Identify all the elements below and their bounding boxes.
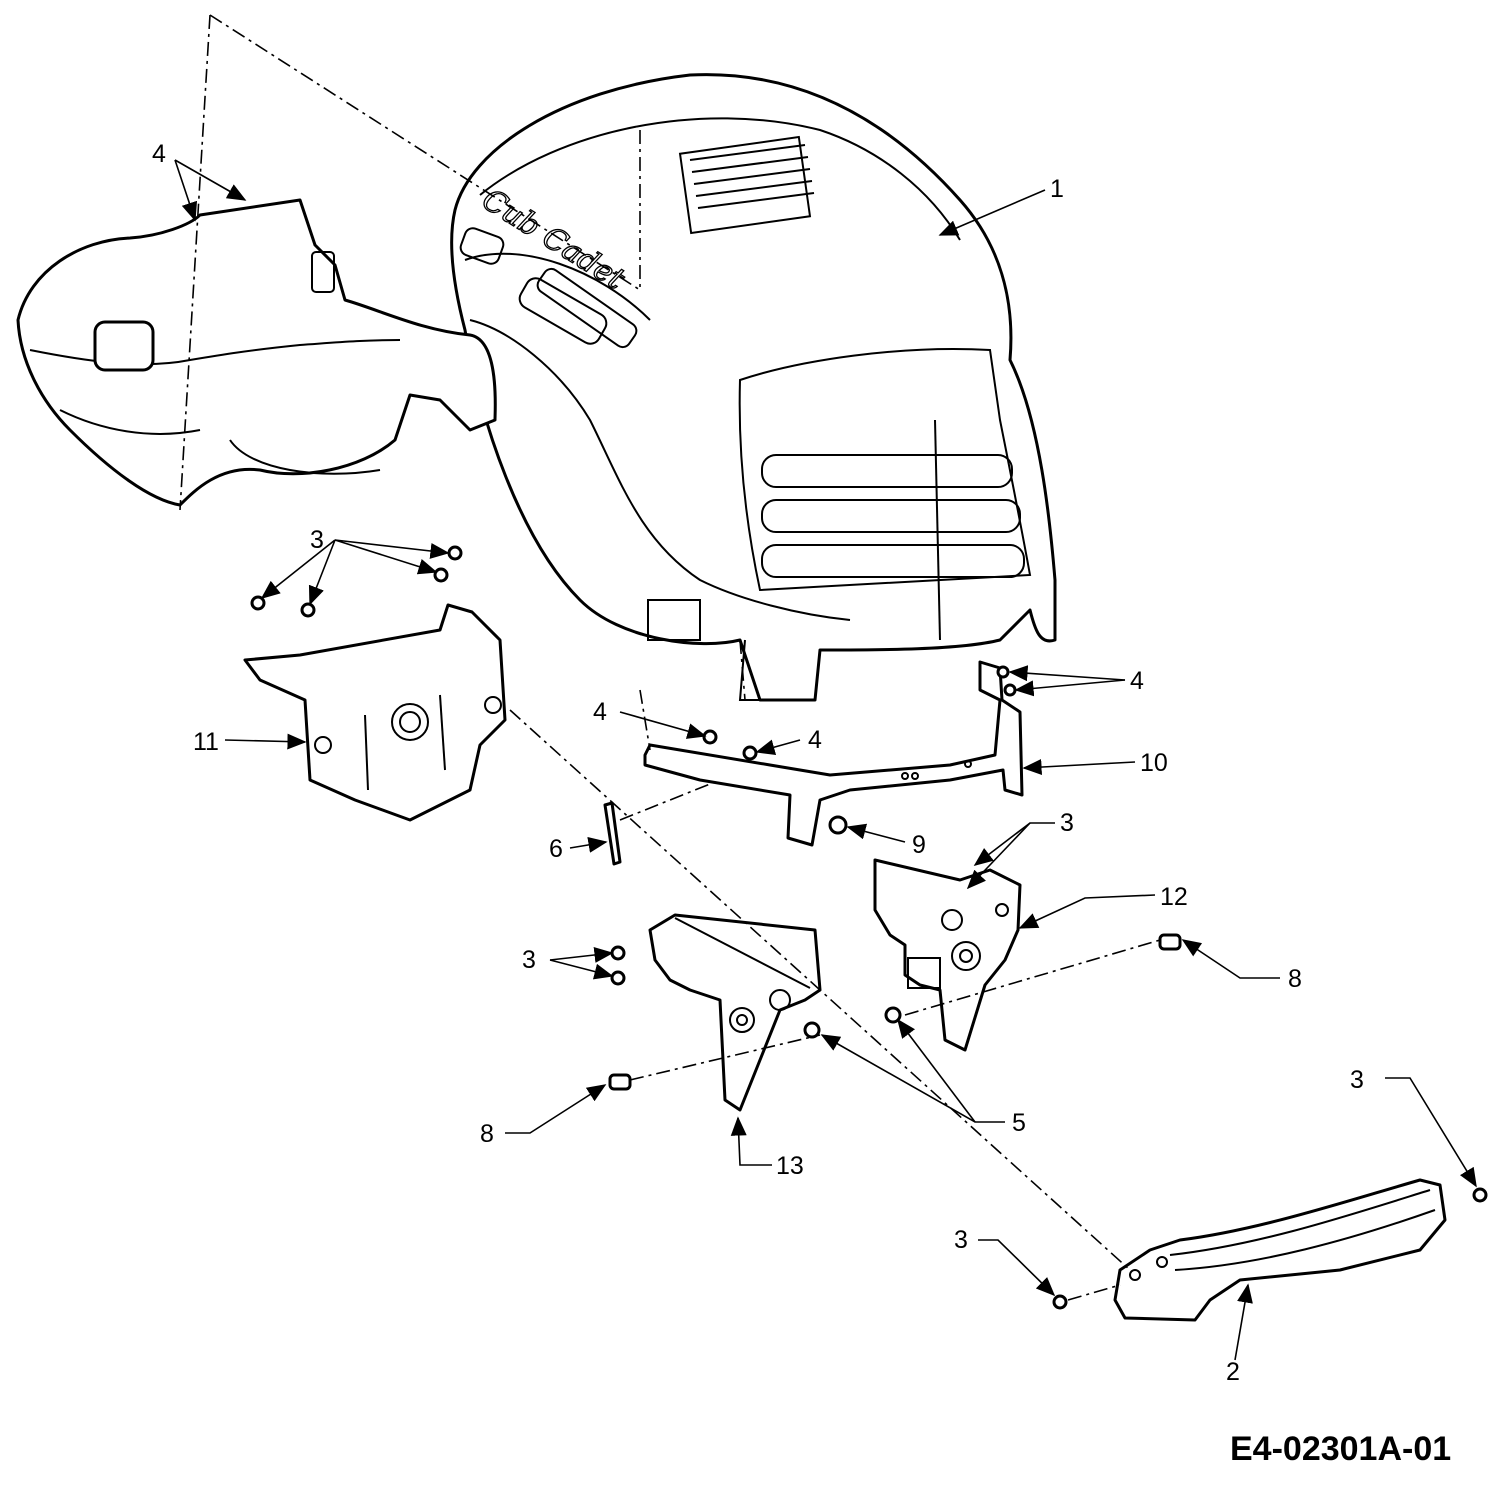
bolt-3 — [1052, 1294, 1068, 1310]
callout-5: 5 — [1012, 1109, 1026, 1137]
nut-9 — [828, 815, 848, 835]
mounting-plate-11 — [243, 603, 507, 822]
callout-4-top-left: 4 — [152, 140, 166, 168]
bolt-3 — [610, 945, 626, 961]
callout-10: 10 — [1140, 749, 1168, 777]
callout-8-left: 8 — [480, 1120, 494, 1148]
callout-4-mid-b: 4 — [808, 726, 822, 754]
spacer-8 — [1158, 933, 1182, 951]
nut-5 — [803, 1021, 821, 1039]
bolt-3 — [433, 567, 449, 583]
spacer-8 — [608, 1073, 632, 1091]
leader-lines — [174, 159, 1477, 1361]
callout-4-right: 4 — [1130, 667, 1144, 695]
side-bracket-13 — [648, 913, 822, 1112]
fender-pan-part — [16, 198, 497, 507]
screw-4 — [1003, 683, 1017, 697]
bolt-3 — [1472, 1187, 1488, 1203]
callout-6: 6 — [549, 835, 563, 863]
callout-8-right: 8 — [1288, 965, 1302, 993]
callout-13: 13 — [776, 1152, 804, 1180]
bolt-3 — [300, 602, 316, 618]
callout-2: 2 — [1226, 1358, 1240, 1386]
bolt-3 — [610, 970, 626, 986]
bolt-3 — [250, 595, 266, 611]
callout-9: 9 — [912, 831, 926, 859]
screw-4 — [742, 745, 758, 761]
cross-bracket-10 — [643, 660, 1024, 847]
hood-part: Cub Cadet — [450, 73, 1057, 702]
assembly-lines — [179, 14, 1161, 1301]
drawing-code: E4-02301A-01 — [1230, 1430, 1451, 1468]
callout-3-bumper-right: 3 — [1350, 1066, 1364, 1094]
callout-3-left-bracket: 3 — [522, 946, 536, 974]
nut-5 — [884, 1006, 902, 1024]
callout-3-mid-right: 3 — [1060, 809, 1074, 837]
callout-12: 12 — [1160, 883, 1188, 911]
callout-3-bumper-left: 3 — [954, 1226, 968, 1254]
screw-4 — [996, 665, 1010, 679]
callout-11: 11 — [193, 728, 219, 756]
side-bracket-12 — [873, 858, 1022, 1052]
front-bumper-2 — [1113, 1178, 1447, 1322]
cable-tie-6 — [603, 801, 622, 866]
fasteners — [250, 545, 1488, 1310]
callout-4-mid-a: 4 — [593, 698, 607, 726]
screw-4 — [702, 729, 718, 745]
callout-1: 1 — [1050, 175, 1064, 203]
callouts: 1 4 3 11 4 4 4 10 6 9 3 12 8 3 5 8 13 3 … — [152, 140, 1364, 1386]
bolt-3 — [447, 545, 463, 561]
callout-3-top: 3 — [310, 526, 324, 554]
